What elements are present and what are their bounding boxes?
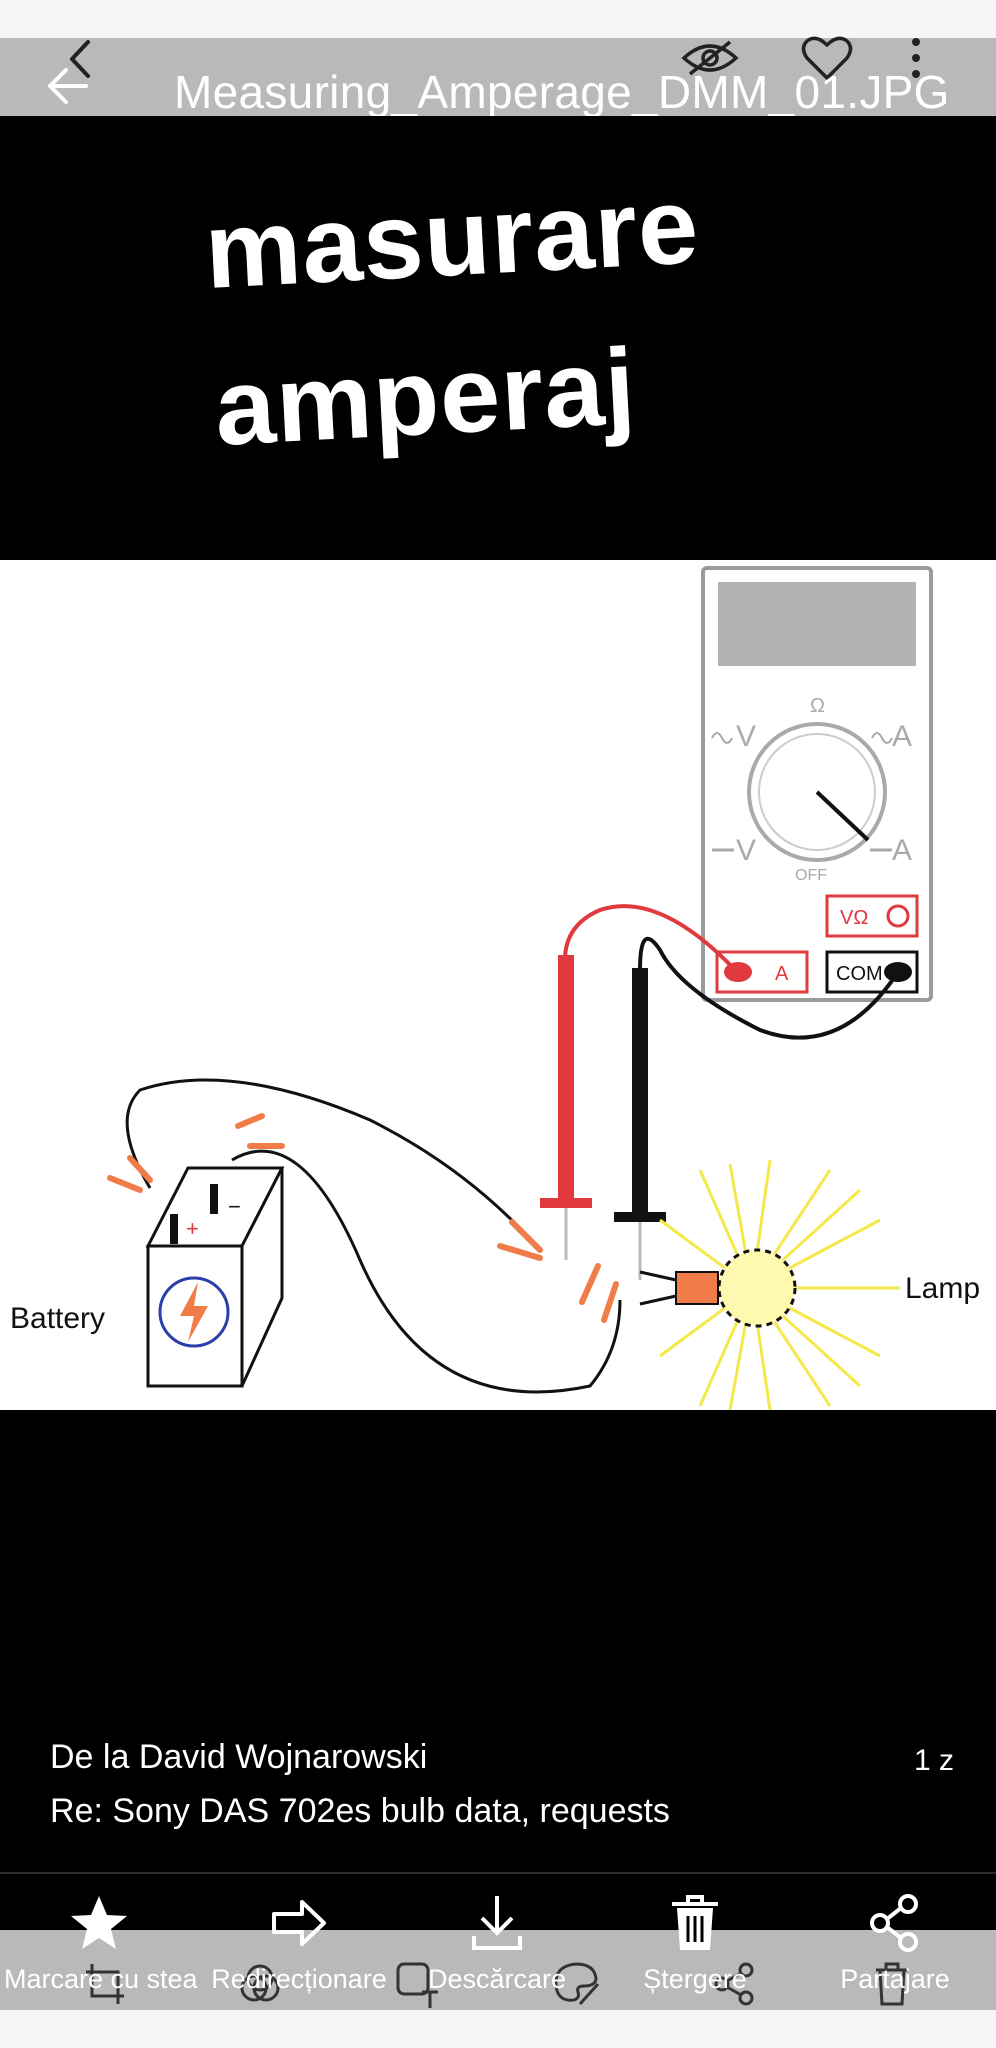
multimeter-dial [747,722,887,862]
forward-arrow-icon [272,1900,326,1946]
lamp-socket [675,1271,719,1305]
forward-button-label: Redirecționare [211,1964,387,1994]
jack-com [825,950,919,994]
svg-text:VΩ: VΩ [840,907,868,929]
navigation-strip [0,2010,996,2048]
svg-text:COM: COM [836,963,883,985]
red-probe-lead [563,904,740,975]
download-icon [472,1896,522,1950]
more-options-icon[interactable] [904,34,928,84]
circuit-diagram-drawing: Ω V A V A OFF VΩ A COM [10,566,980,1410]
message-time: 1 z [914,1744,955,1777]
star-button[interactable]: Marcare cu stea [4,1892,198,2022]
back-arrow-icon[interactable] [42,60,94,112]
jack-a [715,950,809,994]
download-button-label: Descărcare [427,1964,567,1994]
lamp-label: Lamp [905,1272,980,1305]
visibility-icon[interactable] [680,38,740,78]
share-icon [870,1894,918,1952]
dial-ohm-label: Ω [810,695,825,717]
image-caption-line-2: amperaj [211,325,639,468]
delete-icon[interactable] [866,1958,918,2010]
jack-vohm [825,894,919,938]
text-sticker-icon[interactable] [392,1958,444,2010]
image-caption-line-1: masurare [201,164,702,311]
share-button[interactable]: Partajare [800,1892,990,2022]
battery-minus: − [228,1194,241,1219]
svg-text:A: A [775,963,789,985]
heart-icon[interactable] [800,34,854,82]
dial-ac-amps-label: A [892,720,912,753]
battery-label: Battery [10,1302,105,1335]
circuit-diagram-image: Ω V A V A OFF VΩ A COM [0,560,996,1410]
star-button-label: Marcare cu stea [4,1964,198,1994]
bottom-toolbar [0,1930,996,2010]
message-subject: Re: Sony DAS 702es bulb data, requests [50,1792,670,1830]
red-probe [558,955,574,1205]
dial-ac-volts-label: V [736,720,756,753]
palette-brush-icon[interactable] [550,1958,602,2010]
battery-wire-plus [125,1078,542,1251]
crop-rotate-icon[interactable] [80,1958,132,2010]
download-button[interactable]: Descărcare [402,1892,592,2022]
trash-icon [672,1895,718,1950]
status-strip [0,0,996,38]
battery-plus: + [186,1216,199,1241]
dial-off-label: OFF [795,867,827,884]
delete-button[interactable]: Ștergere [600,1892,790,2022]
black-probe-lead [638,936,900,1040]
forward-button[interactable]: Redirecționare [204,1892,394,2022]
star-icon [71,1896,127,1949]
share-button-label: Partajare [840,1964,950,1994]
dial-dc-volts-label: V [736,834,756,867]
dial-dc-amps-label: A [892,834,912,867]
multimeter-body [701,566,933,1002]
alligator-clips [107,1113,619,1323]
chevron-left-icon[interactable] [62,36,98,82]
dial-pointer [815,790,870,842]
image-caption-band [0,116,996,560]
file-name-title: Measuring_Amperage_DMM_01.JPG [174,66,950,118]
divider [0,1872,996,1874]
lamp-bulb [717,1248,797,1328]
message-sender: De la David Wojnarowski [50,1738,428,1776]
delete-button-label: Ștergere [643,1964,747,1994]
multimeter-display [718,582,916,666]
battery-wire-minus [231,1149,622,1394]
share-nodes-icon[interactable] [708,1958,760,2010]
filter-icon[interactable] [234,1958,286,2010]
black-probe [632,968,648,1218]
